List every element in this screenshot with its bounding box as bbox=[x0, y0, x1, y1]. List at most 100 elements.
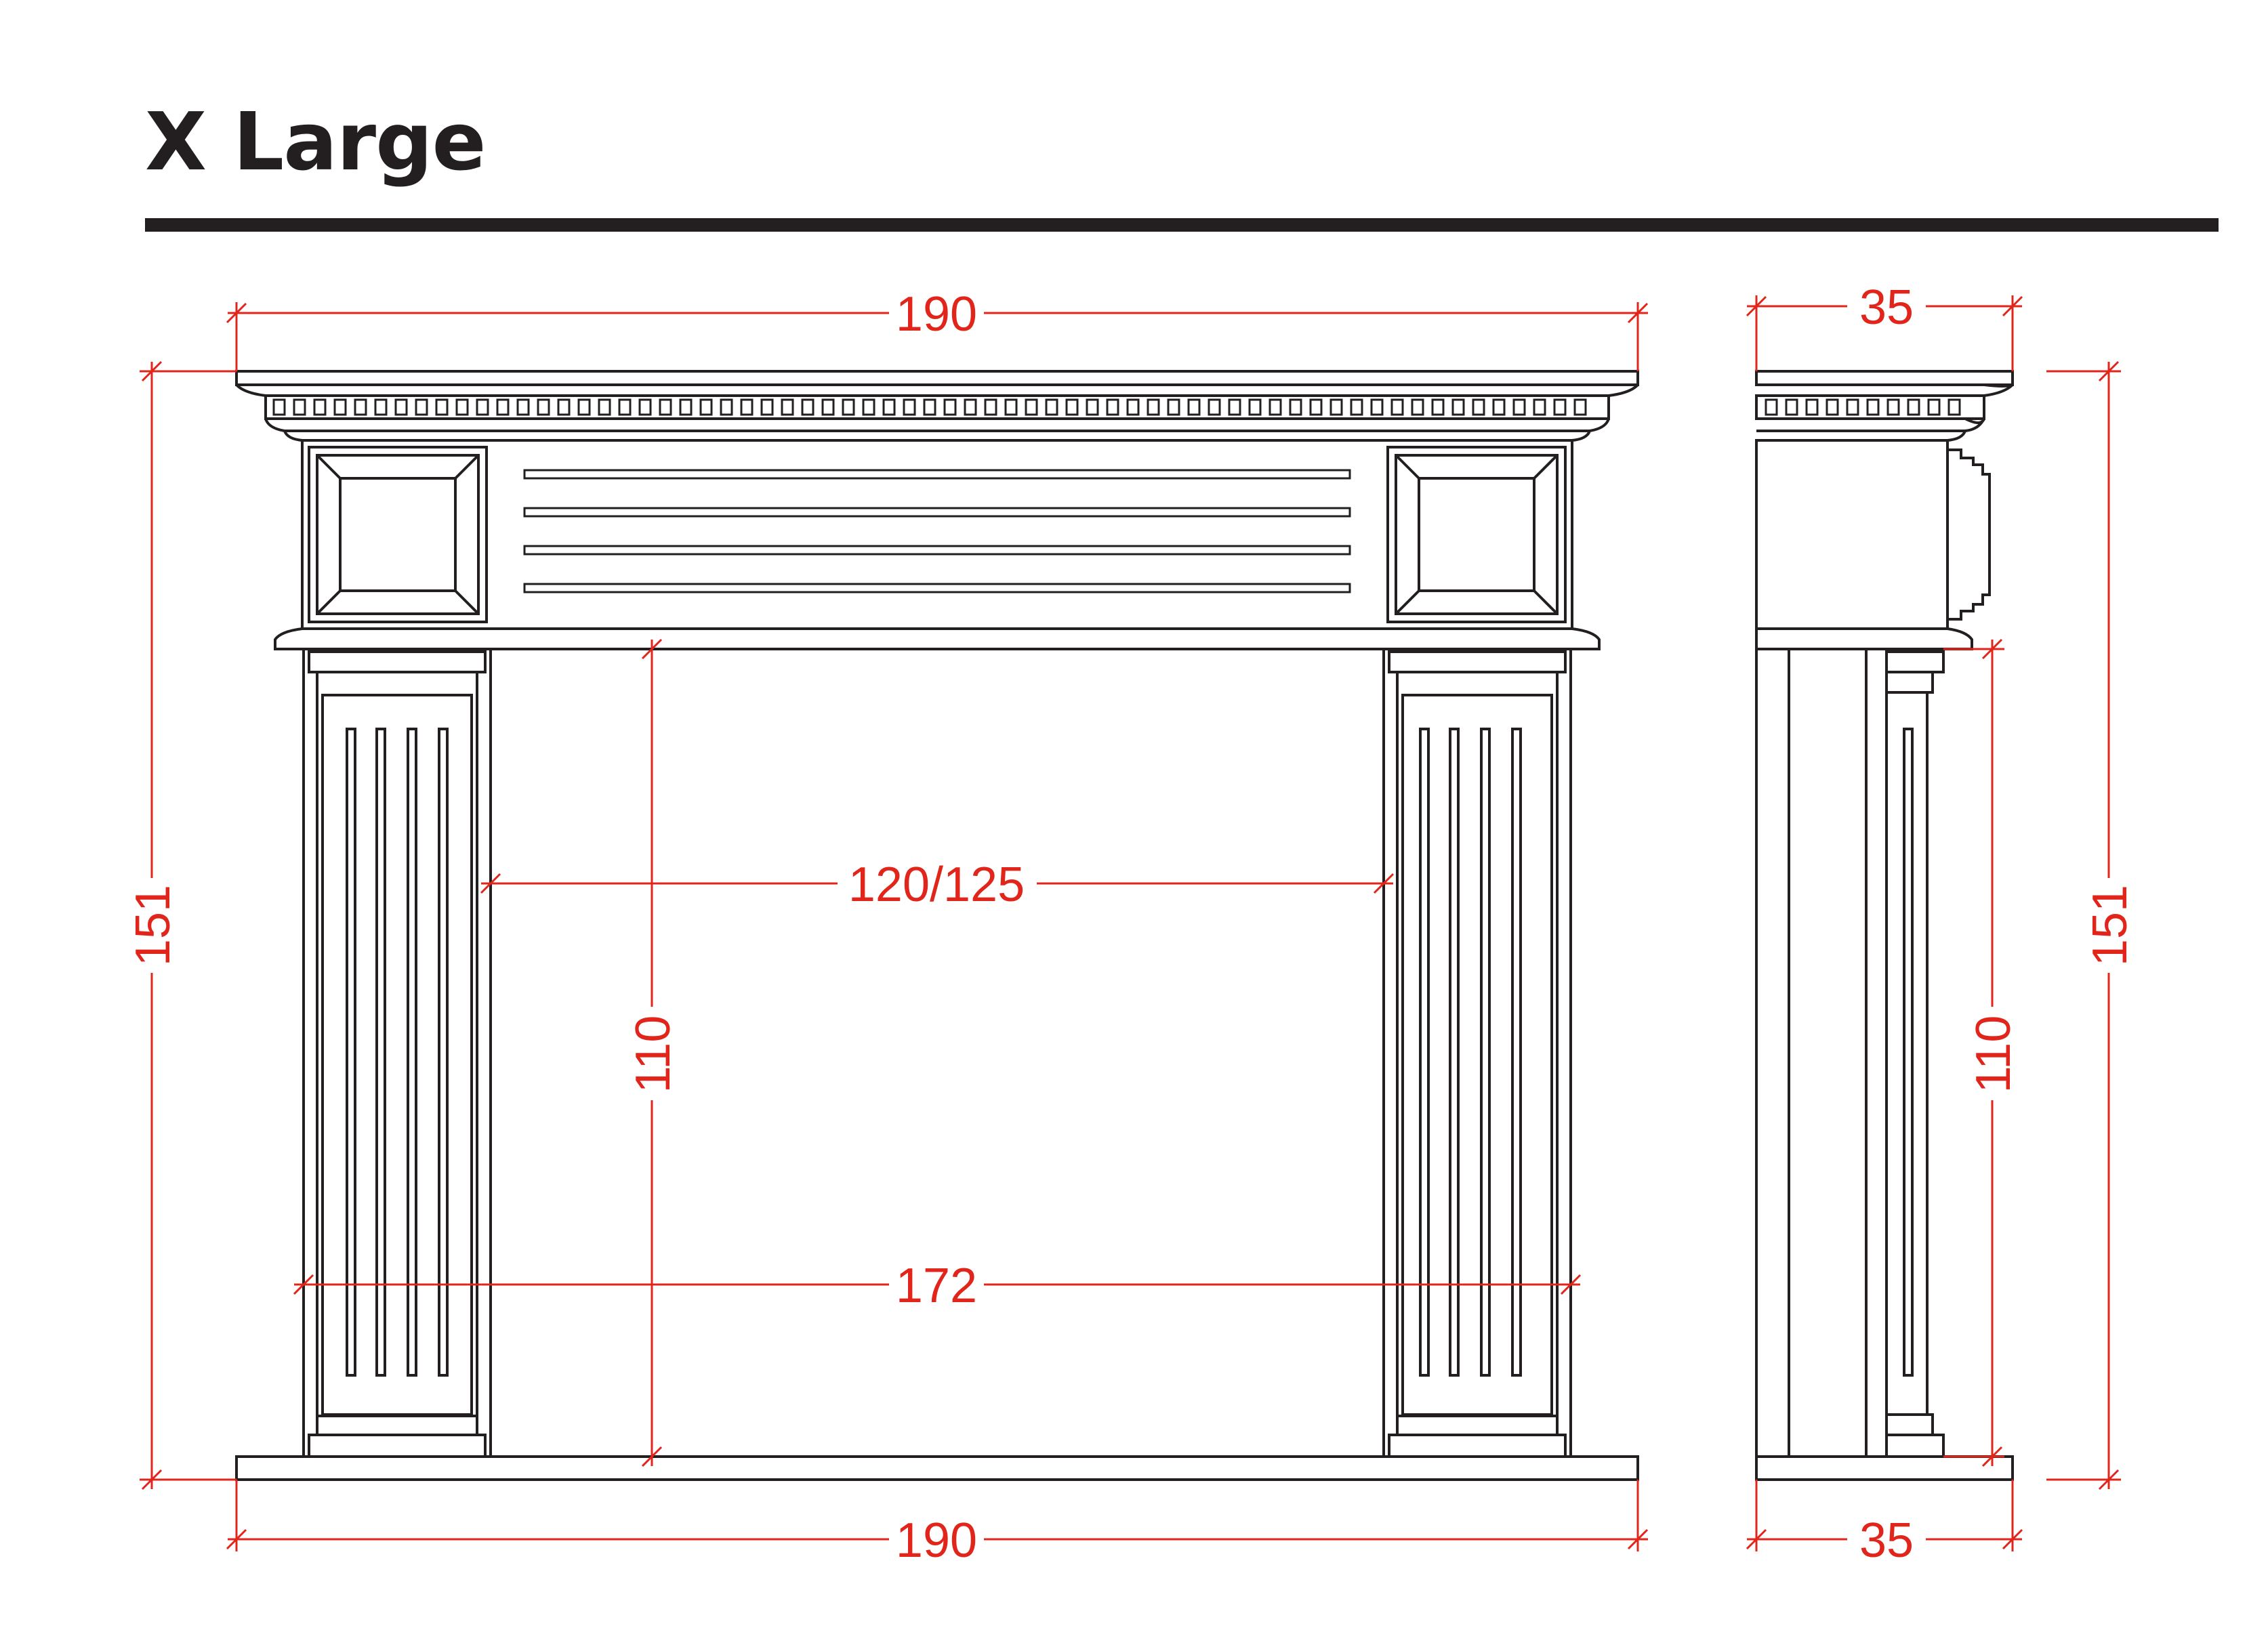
dim-side-bottom-depth bbox=[1746, 1480, 2023, 1551]
dim-side-top-depth bbox=[1746, 295, 2023, 371]
dentil bbox=[943, 398, 957, 416]
dentil-band bbox=[264, 394, 1610, 420]
dentil bbox=[1533, 398, 1546, 416]
dentil bbox=[699, 398, 713, 416]
dentil bbox=[1370, 398, 1384, 416]
dentil bbox=[1866, 398, 1880, 416]
label-side-height: 151 bbox=[2083, 885, 2137, 966]
front-elevation bbox=[235, 370, 1639, 1481]
right-leg bbox=[1382, 648, 1572, 1458]
dentil bbox=[313, 398, 327, 416]
dentil bbox=[1573, 398, 1587, 416]
dentil bbox=[537, 398, 550, 416]
label-front-height: 151 bbox=[126, 885, 180, 966]
dentil bbox=[476, 398, 489, 416]
dentil bbox=[435, 398, 449, 416]
dentil bbox=[1553, 398, 1567, 416]
dentil bbox=[516, 398, 530, 416]
dentil bbox=[923, 398, 936, 416]
dentil bbox=[1248, 398, 1262, 416]
label-opening-height: 110 bbox=[626, 1016, 680, 1093]
dentil bbox=[374, 398, 388, 416]
dentil bbox=[1492, 398, 1506, 416]
dentil bbox=[1147, 398, 1160, 416]
dim-legs-outer-width bbox=[293, 1274, 1582, 1295]
dentil bbox=[1886, 398, 1900, 416]
side-hearth bbox=[1755, 1455, 2014, 1481]
dentil bbox=[1411, 398, 1424, 416]
dimension-labels: 190 190 151 110 120/125 172 35 35 151 11… bbox=[126, 280, 2137, 1568]
label-front-bottom-width: 190 bbox=[896, 1514, 977, 1568]
side-cornice bbox=[1755, 627, 1973, 650]
dentil bbox=[801, 398, 815, 416]
dentil bbox=[659, 398, 672, 416]
dim-opening-height bbox=[641, 638, 663, 1467]
side-block-profile bbox=[1947, 448, 1991, 621]
dentil bbox=[1045, 398, 1058, 416]
dentil bbox=[1927, 398, 1941, 416]
side-elevation bbox=[1755, 370, 2014, 1481]
dentil bbox=[455, 398, 469, 416]
dentil bbox=[1086, 398, 1099, 416]
shelf-cove bbox=[235, 383, 1639, 397]
dentil bbox=[618, 398, 632, 416]
dentil bbox=[1167, 398, 1180, 416]
dentil bbox=[1025, 398, 1038, 416]
dentil bbox=[415, 398, 428, 416]
dentil bbox=[781, 398, 794, 416]
side-frieze bbox=[1755, 439, 1949, 630]
side-leg-back bbox=[1755, 648, 1790, 1458]
dentil bbox=[1846, 398, 1859, 416]
frieze bbox=[301, 439, 1573, 630]
dentil bbox=[1289, 398, 1302, 416]
dentil bbox=[964, 398, 977, 416]
dentil bbox=[720, 398, 733, 416]
dentil bbox=[1350, 398, 1363, 416]
side-leg-front bbox=[1865, 648, 1888, 1458]
label-side-bottom-depth: 35 bbox=[1859, 1514, 1914, 1568]
dentil bbox=[882, 398, 896, 416]
dentil bbox=[842, 398, 855, 416]
dim-side-height bbox=[2046, 360, 2121, 1490]
dim-front-top-width bbox=[226, 302, 1649, 371]
hearth bbox=[235, 1455, 1639, 1481]
dim-front-bottom-width bbox=[226, 1480, 1649, 1551]
dentil bbox=[1269, 398, 1282, 416]
dentil-cove bbox=[264, 418, 1610, 432]
dentil bbox=[760, 398, 774, 416]
page-title: X Large bbox=[145, 95, 487, 188]
dentil bbox=[1472, 398, 1485, 416]
dentil bbox=[598, 398, 611, 416]
dentil bbox=[1512, 398, 1526, 416]
dentil bbox=[984, 398, 997, 416]
dentil bbox=[1390, 398, 1404, 416]
dentil bbox=[272, 398, 286, 416]
dim-opening-width bbox=[480, 873, 1395, 894]
dentil bbox=[1451, 398, 1465, 416]
dentils bbox=[272, 398, 1587, 416]
dimensions bbox=[140, 295, 2121, 1551]
side-shelf bbox=[1755, 370, 2014, 386]
dentil bbox=[903, 398, 916, 416]
frieze-flutes bbox=[523, 469, 1351, 593]
dentil bbox=[293, 398, 306, 416]
dentil bbox=[1805, 398, 1819, 416]
dentil bbox=[679, 398, 693, 416]
left-leg bbox=[302, 648, 492, 1458]
side-dentils bbox=[1765, 398, 1961, 416]
dentil bbox=[1947, 398, 1961, 416]
dentil bbox=[1329, 398, 1343, 416]
dentil bbox=[821, 398, 835, 416]
label-front-top-width: 190 bbox=[896, 287, 977, 341]
dentil bbox=[1187, 398, 1201, 416]
lower-cornice bbox=[274, 627, 1601, 650]
dentil bbox=[862, 398, 875, 416]
dentil bbox=[1228, 398, 1241, 416]
dentil bbox=[577, 398, 591, 416]
dim-front-height bbox=[140, 360, 236, 1490]
dentil bbox=[1208, 398, 1221, 416]
dentil bbox=[1907, 398, 1920, 416]
dentil bbox=[1004, 398, 1018, 416]
label-side-opening-height: 110 bbox=[1966, 1016, 2021, 1093]
